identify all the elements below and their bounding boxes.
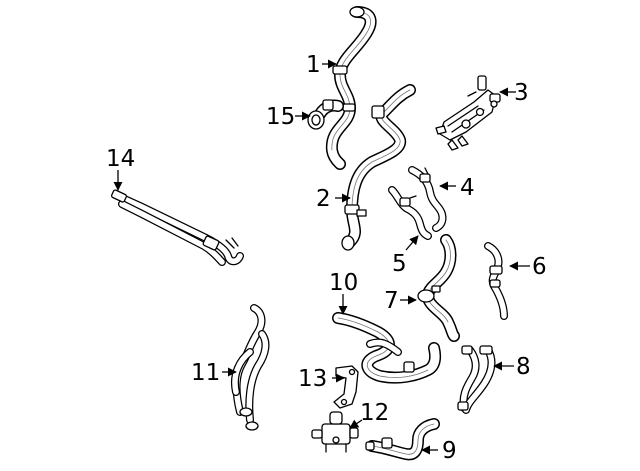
part-4-hose: [408, 166, 447, 232]
callout-1: 1: [306, 52, 321, 78]
part-15-elbow: [307, 99, 344, 130]
callout-11: 11: [191, 360, 220, 386]
part-13-bracket: [333, 365, 359, 409]
callout-9: 9: [442, 438, 457, 464]
callout-14: 14: [106, 146, 135, 172]
callout-4: 4: [460, 175, 475, 201]
callout-12: 12: [360, 400, 389, 426]
part-3-manifold: [435, 75, 501, 151]
callout-15: 15: [266, 104, 295, 130]
part-2-hose: [341, 84, 416, 251]
part-9-hose: [365, 418, 440, 461]
part-8-hose: [457, 345, 496, 414]
callout-10: 10: [329, 270, 358, 296]
part-14-pipe-assembly: [110, 189, 244, 266]
part-6-hose: [484, 242, 508, 320]
callout-2: 2: [316, 186, 331, 212]
callout-6: 6: [532, 254, 547, 280]
part-7-hose: [417, 234, 460, 342]
callout-13: 13: [298, 366, 327, 392]
part-11-pipes: [231, 304, 270, 431]
part-1-hose: [325, 6, 377, 170]
part-12-valve: [311, 411, 359, 453]
leader-lines: [113, 59, 530, 455]
callout-7: 7: [384, 288, 399, 314]
part-10-hose: [332, 312, 442, 384]
callout-8: 8: [516, 354, 531, 380]
callout-5: 5: [392, 251, 407, 277]
callout-3: 3: [514, 80, 529, 106]
part-5-hose: [388, 186, 432, 240]
